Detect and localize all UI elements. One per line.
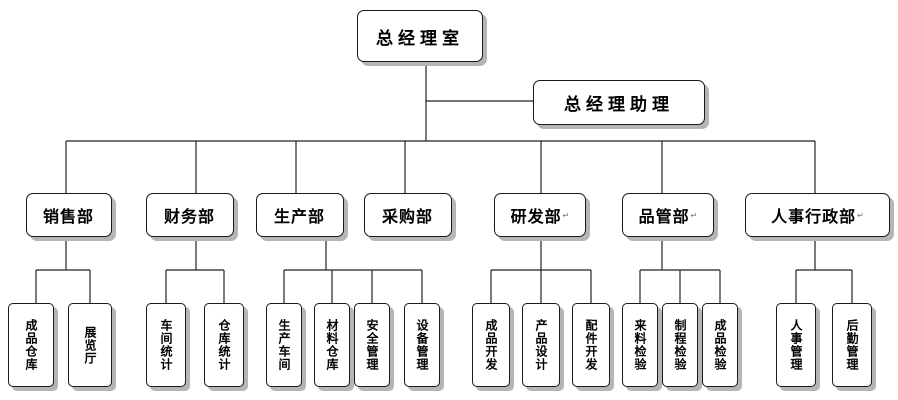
node-label: 成品仓库 [24,319,38,371]
dept-sales: 销售部 [26,193,112,237]
node-label: 财务部 [163,207,215,226]
sub-logistics-management: 后勤管理 [832,303,872,387]
sub-showroom: 展览厅 [68,303,112,387]
sub-personnel-management: 人事管理 [776,303,816,387]
node-general-manager-office: 总经理室 [357,10,483,62]
node-label: 采购部 [381,207,433,226]
dept-hr-admin: 人事行政部↵ [745,193,890,237]
sub-workshop-statistics: 车间统计 [146,303,186,387]
node-label: 生产车间 [277,319,291,371]
node-label: 生产部 [273,207,325,226]
node-label: 制程检验 [673,319,687,371]
node-label: 总经理室 [376,28,464,49]
node-label: 产品设计 [534,319,548,371]
sub-incoming-inspection: 来料检验 [622,303,658,387]
node-label: 研发部 [510,207,562,226]
dept-rnd: 研发部↵ [494,193,586,237]
sub-process-inspection: 制程检验 [662,303,698,387]
dept-purchasing: 采购部 [364,193,452,237]
node-label: 来料检验 [633,319,647,371]
node-label: 设备管理 [415,319,429,371]
node-label: 展览厅 [83,325,97,365]
sub-warehouse-statistics: 仓库统计 [204,303,244,387]
sub-material-warehouse: 材料仓库 [314,303,350,387]
sub-product-design: 产品设计 [522,303,560,387]
node-label: 配件开发 [584,319,598,371]
dept-quality: 品管部↵ [622,193,714,237]
node-label: 安全管理 [365,319,379,371]
node-general-manager-assistant: 总经理助理 [533,80,705,125]
sub-finished-goods-warehouse: 成品仓库 [8,303,54,387]
node-label: 材料仓库 [325,319,339,371]
return-mark: ↵ [562,210,570,220]
node-label: 后勤管理 [845,319,859,371]
sub-parts-development: 配件开发 [572,303,610,387]
return-mark: ↵ [690,210,698,220]
return-mark: ↵ [857,210,864,220]
dept-production: 生产部 [256,193,344,237]
node-label: 销售部 [42,207,94,226]
sub-finished-product-development: 成品开发 [472,303,510,387]
node-label: 品管部 [638,207,690,226]
sub-production-workshop: 生产车间 [266,303,302,387]
sub-equipment-management: 设备管理 [404,303,440,387]
dept-finance: 财务部 [146,193,234,237]
node-label: 成品检验 [713,319,727,371]
node-label: 车间统计 [159,319,173,371]
node-label: 成品开发 [484,319,498,371]
sub-finished-goods-inspection: 成品检验 [702,303,738,387]
sub-safety-management: 安全管理 [354,303,390,387]
node-label: 仓库统计 [217,319,231,371]
node-label: 人事行政部 [771,207,857,226]
node-label: 总经理助理 [564,95,674,115]
node-label: 人事管理 [789,319,803,371]
